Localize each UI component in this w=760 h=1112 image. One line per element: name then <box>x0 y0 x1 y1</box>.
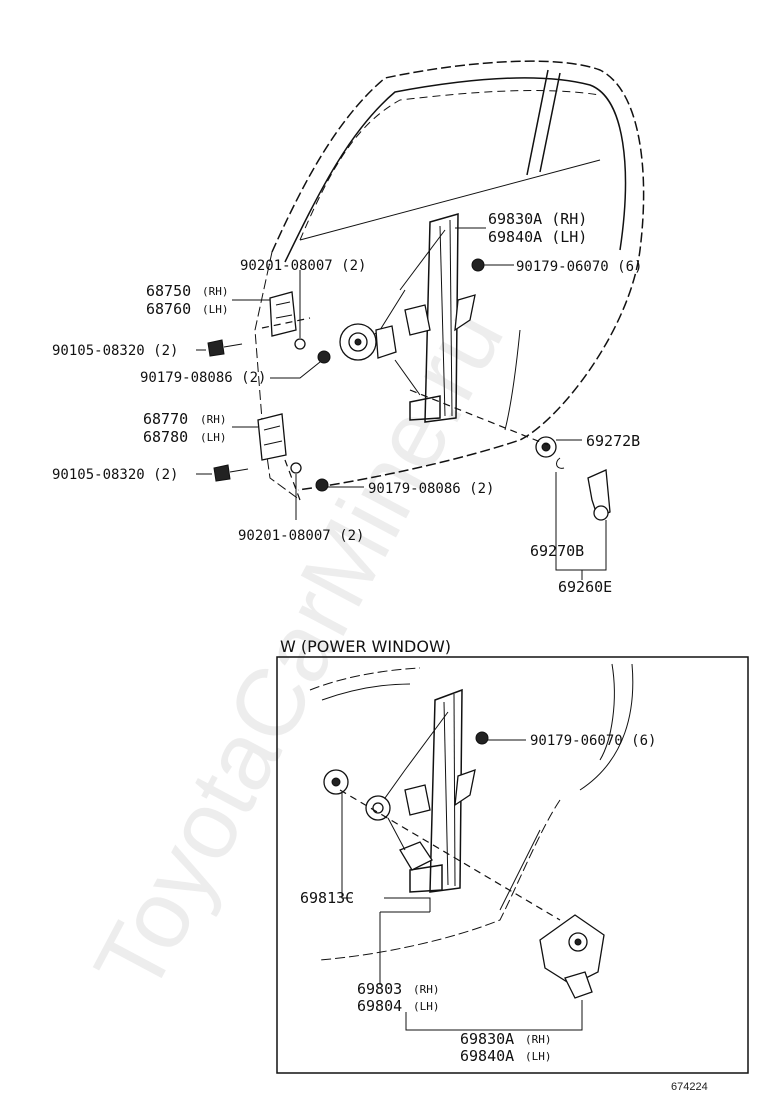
label-plate: 69272B <box>586 432 640 450</box>
bolt-upper <box>207 339 243 357</box>
handle-axis-line <box>409 389 549 446</box>
label-bolt-lower: 90105-08320 (2) <box>52 467 178 483</box>
power-window-title: W (POWER WINDOW) <box>280 637 451 656</box>
label-power-regulator-rh: 69830A <box>460 1030 514 1048</box>
door-outline-power-window <box>309 663 634 961</box>
handle-clip <box>556 457 565 469</box>
bolt-lower <box>213 464 249 482</box>
lower-door-hinge <box>257 413 302 474</box>
label-handle-assy: 69260E <box>558 578 612 596</box>
label-lower-hinge-lh-tag: (LH) <box>200 431 227 444</box>
label-power-regulator-lh: 69840A <box>460 1047 514 1065</box>
label-lower-hinge-rh: 68770 <box>143 410 188 428</box>
label-lower-hinge-lh: 68780 <box>143 428 188 446</box>
regulator-handle <box>587 469 611 521</box>
label-nut-lower: 90179-08086 (2) <box>368 481 494 497</box>
label-upper-hinge-lh-tag: (LH) <box>202 303 229 316</box>
nut-mid-icon <box>317 350 331 364</box>
label-washer-lower: 90201-08007 (2) <box>238 528 364 544</box>
label-power-regulator-lh-tag: (LH) <box>525 1050 552 1063</box>
nut-upper-icon <box>471 258 485 272</box>
label-bolt-upper: 90105-08320 (2) <box>52 343 178 359</box>
window-regulator-manual <box>339 213 476 423</box>
door-outline <box>254 60 645 501</box>
label-nut-upper: 90179-06070 (6) <box>516 259 642 275</box>
label-upper-hinge-rh-tag: (RH) <box>202 285 229 298</box>
hinge-axis-upper <box>261 317 311 329</box>
label-regulator-lh: 69840A (LH) <box>488 228 587 246</box>
label-lower-hinge-rh-tag: (RH) <box>200 413 227 426</box>
nut-lower-icon <box>315 478 329 492</box>
motor-axis-line <box>339 789 561 921</box>
label-power-nut: 90179-06070 (6) <box>530 733 656 749</box>
label-regulator-sub-lh-tag: (LH) <box>413 1000 440 1013</box>
label-upper-hinge-rh: 68750 <box>146 282 191 300</box>
label-washer-upper: 90201-08007 (2) <box>240 258 366 274</box>
window-regulator-power <box>365 688 476 893</box>
handle-plate <box>535 436 557 458</box>
nut-power-icon <box>475 731 489 745</box>
label-nut-mid: 90179-08086 (2) <box>140 370 266 386</box>
leader-lines-main <box>196 227 607 580</box>
label-handle-clip: 69270B <box>530 542 584 560</box>
label-upper-hinge-lh: 68760 <box>146 300 191 318</box>
power-window-motor <box>539 914 605 999</box>
power-window-frame <box>276 656 749 1074</box>
cushion-69813c <box>323 769 349 795</box>
leader-lines-power <box>341 739 583 1031</box>
label-regulator-sub-rh-tag: (RH) <box>413 983 440 996</box>
label-cushion: 69813C <box>300 889 354 907</box>
label-regulator-sub-rh: 69803 <box>357 980 402 998</box>
catalog-number: 674224 <box>671 1081 708 1093</box>
label-power-regulator-rh-tag: (RH) <box>525 1033 552 1046</box>
label-regulator-sub-lh: 69804 <box>357 997 402 1015</box>
label-regulator-rh: 69830A (RH) <box>488 210 587 228</box>
